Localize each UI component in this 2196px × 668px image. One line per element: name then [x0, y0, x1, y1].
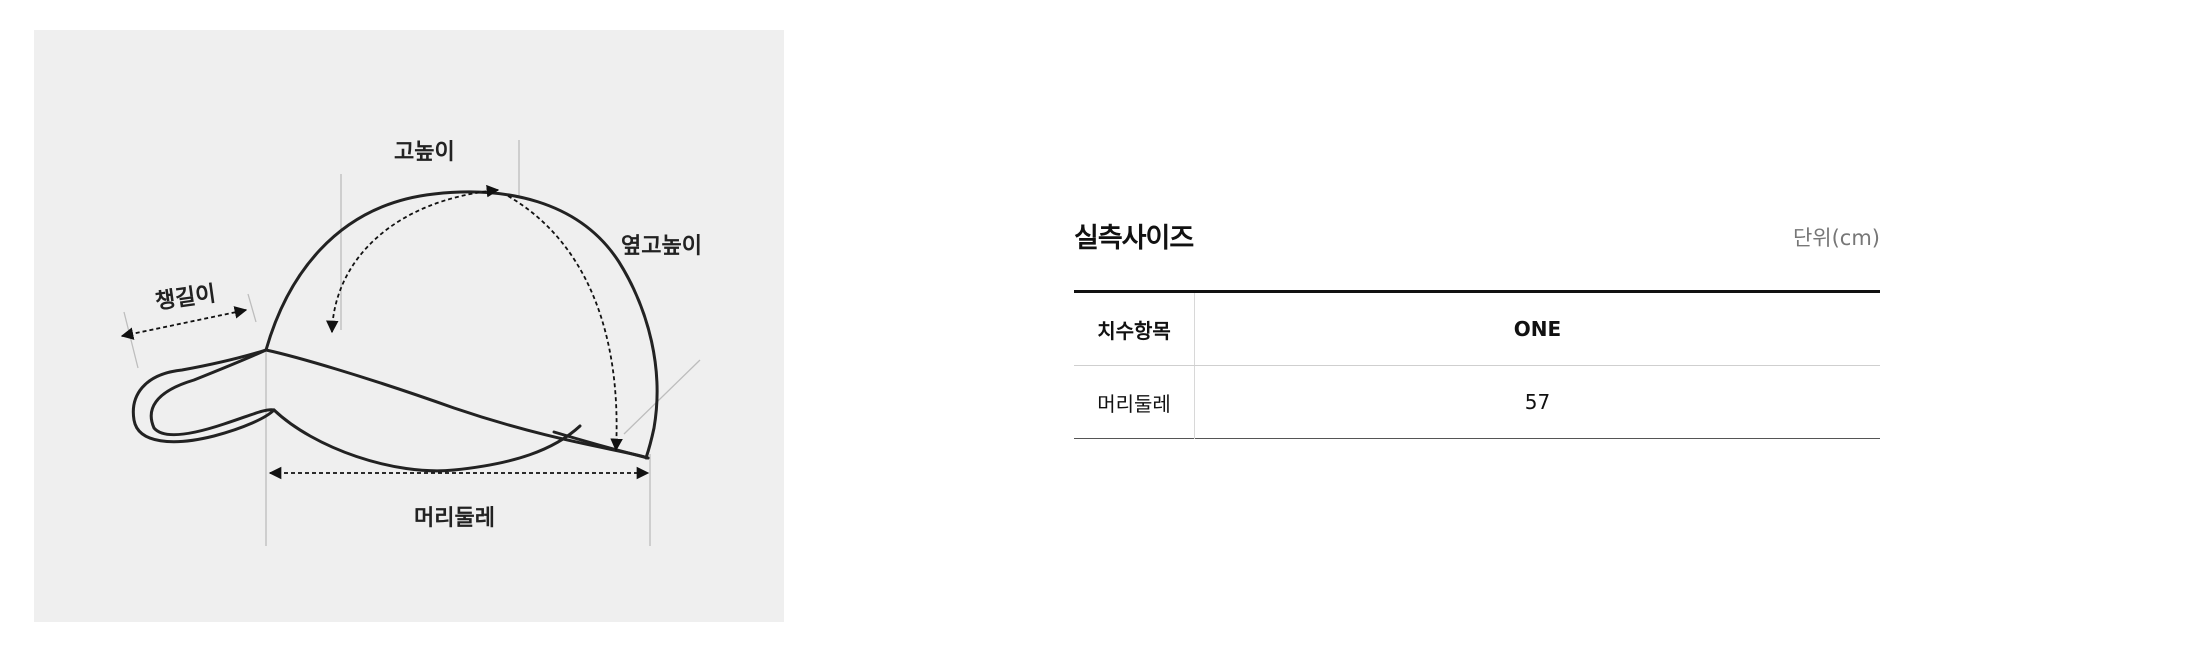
size-table-header-size: ONE [1194, 291, 1880, 366]
size-row-value: 57 [1524, 390, 1551, 414]
size-chart-unit: 단위(cm) [1792, 226, 1880, 250]
size-table-header-item: 치수항목 [1074, 291, 1195, 366]
size-table-header-row: 치수항목 ONE [1074, 291, 1880, 366]
head-circumference-label: 머리둘레 [414, 506, 495, 531]
side-crown-height-label: 옆고높이 [621, 234, 702, 259]
crown-height-label: 고높이 [394, 140, 455, 165]
size-table: 치수항목 ONE 머리둘레 57 [1074, 290, 1880, 439]
size-chart-title: 실측사이즈 [1074, 223, 1194, 254]
size-chart-header: 실측사이즈 단위(cm) [1074, 212, 1880, 262]
size-row-label: 머리둘레 [1074, 365, 1195, 439]
size-chart-section: 실측사이즈 단위(cm) 치수항목 ONE 머리둘레 57 [1074, 212, 1880, 439]
table-row: 머리둘레 57 [1074, 365, 1880, 439]
cap-diagram: 챙길이 고높이 옆고높이 머리둘레 [34, 30, 784, 622]
cap-illustration [120, 140, 701, 546]
